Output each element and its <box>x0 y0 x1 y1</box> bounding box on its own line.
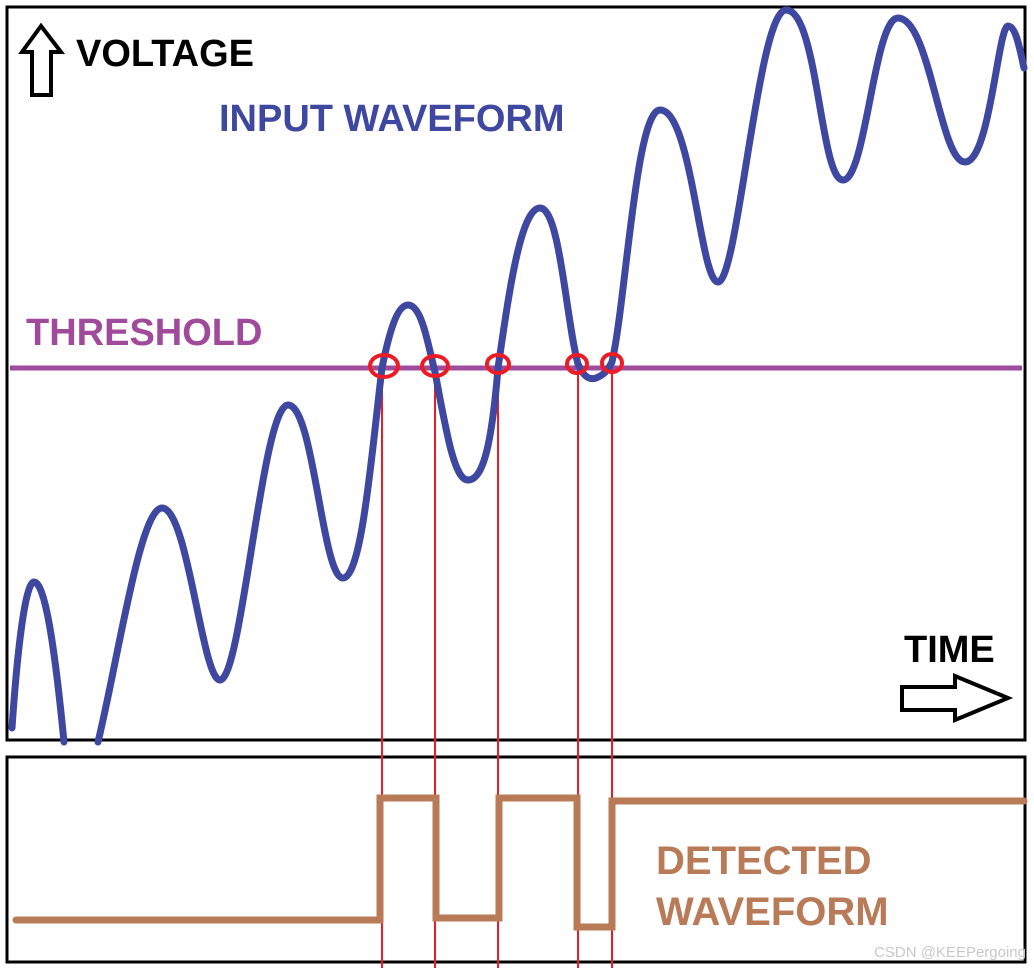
detected-waveform <box>12 794 1028 931</box>
threshold-label: THRESHOLD <box>26 312 262 354</box>
crossing-marker-1 <box>368 353 400 379</box>
right-arrow-icon <box>900 673 1014 723</box>
crossing-marker-2 <box>420 354 450 378</box>
crossing-marker-4 <box>565 353 589 375</box>
crossing-marker-3 <box>485 353 511 375</box>
detected-label-line2: WAVEFORM <box>656 890 889 934</box>
crossing-markers <box>368 352 624 379</box>
watermark: CSDN @KEEPergoing <box>874 944 1026 961</box>
detected-label-line1: DETECTED <box>656 839 872 883</box>
upper-panel-frame <box>5 5 1027 742</box>
voltage-label: VOLTAGE <box>76 33 254 75</box>
crossing-marker-5 <box>600 352 624 374</box>
up-arrow-icon <box>18 22 66 97</box>
input-waveform <box>8 6 1028 746</box>
lower-panel-frame <box>5 755 1027 964</box>
time-label: TIME <box>904 629 995 671</box>
input-waveform-label: INPUT WAVEFORM <box>219 98 565 140</box>
